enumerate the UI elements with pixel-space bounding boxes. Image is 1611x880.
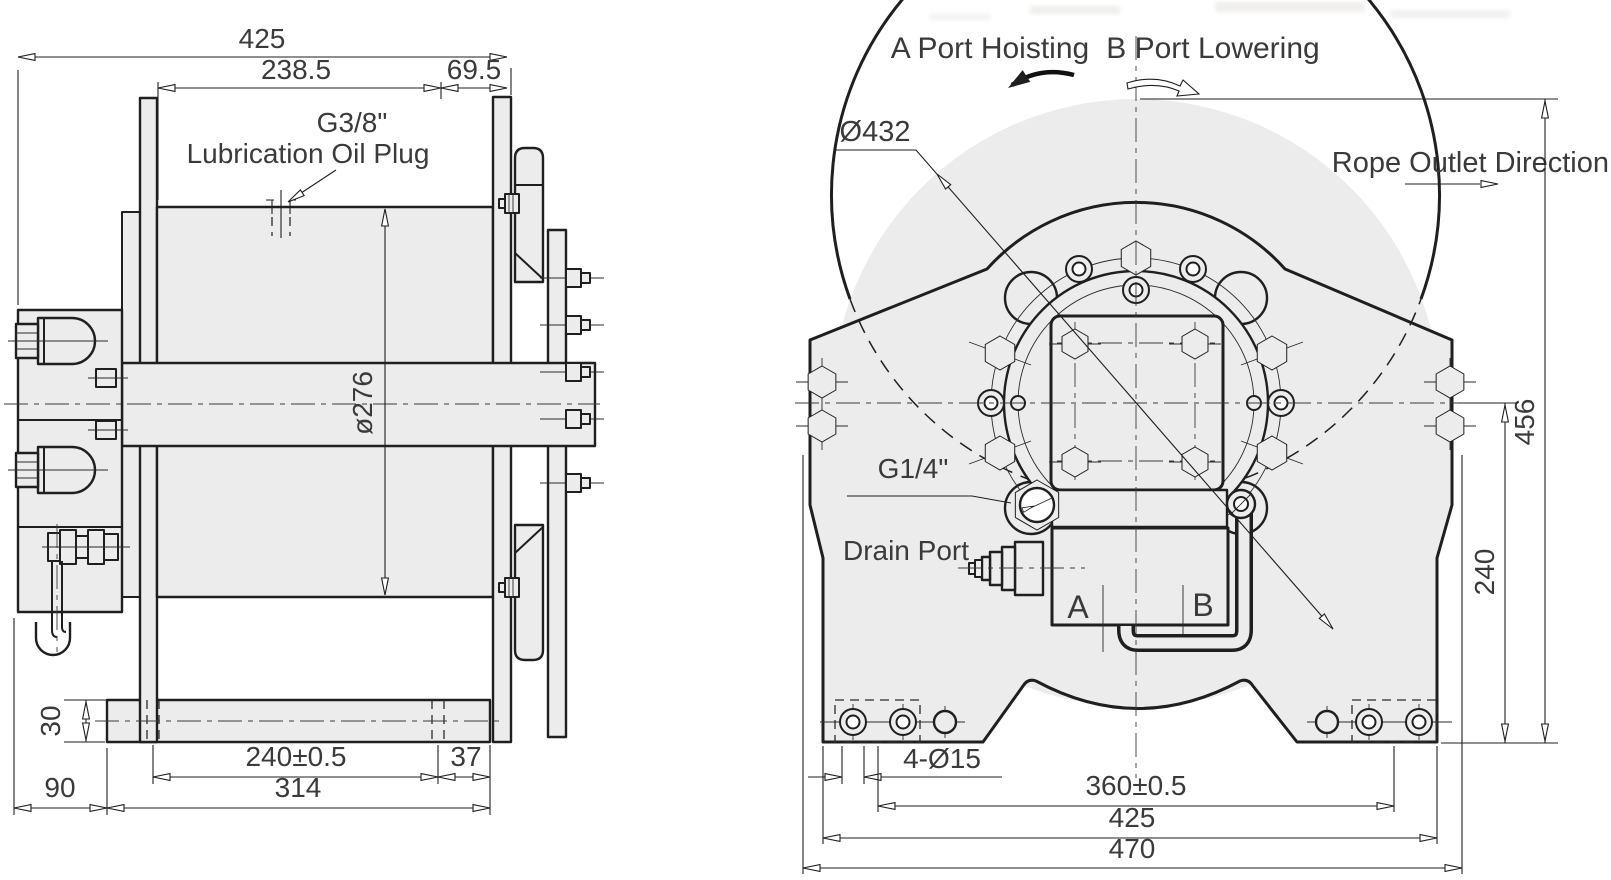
dim-text-240: 240 [1469, 549, 1500, 596]
cover-bolts [540, 268, 604, 493]
rope-outlet-label: Rope Outlet Direction [1332, 147, 1609, 179]
dim-text-432: Ø432 [840, 116, 911, 148]
dim-text-4xO15: 4-Ø15 [903, 743, 981, 774]
dim-text-37: 37 [450, 741, 481, 772]
drain-port-fitting [958, 540, 1085, 597]
valve-block: A B [958, 478, 1257, 652]
motor-housing [8, 308, 130, 657]
plug-thread-label: G3/8" [317, 107, 388, 138]
g14-fitting [1014, 478, 1060, 532]
dimension-238-5: 238.5 [157, 54, 442, 200]
g14-label: G1/4" [878, 453, 949, 484]
dim-text-69-5: 69.5 [447, 54, 502, 85]
scan-artifacts [930, 2, 1510, 20]
dim-text-238-5: 238.5 [261, 54, 331, 85]
dimension-37: 37 [437, 741, 491, 781]
dimension-360: 360±0.5 [877, 746, 1395, 812]
dim-text-425: 425 [239, 23, 286, 54]
dimension-90: 90 [13, 618, 491, 815]
g14-annotation: G1/4" [847, 453, 1012, 504]
rope-outlet-annotation: Rope Outlet Direction [1332, 147, 1609, 188]
dim-text-425-right: 425 [1109, 802, 1156, 833]
flange-diameter-annotation: Ø432 [836, 116, 1337, 632]
cap-screw-upper [498, 193, 520, 214]
dimension-69-5: 69.5 [440, 54, 508, 92]
drain-port-label: Drain Port [843, 535, 969, 566]
pilot-fitting [1225, 488, 1257, 520]
lubrication-plug [266, 169, 337, 238]
dimension-425-left: 425 [17, 23, 512, 305]
dimension-4xO15: 4-Ø15 [808, 743, 1002, 784]
cap-screw-lower [498, 577, 520, 598]
flange-circle-outline [830, 0, 1441, 300]
side-view: 425 238.5 69.5 G3/8" Lubrication Oil Plu… [4, 23, 604, 815]
end-cover-plate [546, 228, 568, 739]
drain-elbow-fitting [34, 524, 130, 657]
frame-edge-bolts [796, 358, 1476, 450]
dim-text-470: 470 [1109, 833, 1156, 864]
port-b-mark: B [1192, 587, 1213, 623]
dimension-456: 456 [1140, 98, 1558, 744]
port-a-mark: A [1067, 589, 1089, 625]
port-a-hoisting-label: A Port Hoisting [891, 32, 1089, 65]
port-b-lowering-label: B Port Lowering [1106, 32, 1319, 65]
lowering-direction-arrow [1126, 78, 1201, 97]
hoisting-direction-arrow [1004, 69, 1075, 94]
mounting-feet [820, 699, 1452, 743]
dim-text-90: 90 [44, 772, 75, 803]
dimension-470: 470 [802, 455, 1463, 874]
valve-body [1050, 526, 1230, 627]
dimension-425-right: 425 [822, 746, 1438, 844]
dimension-drum-diameter: ø276 [347, 208, 389, 596]
dim-text-360: 360±0.5 [1085, 770, 1186, 801]
dim-text-drum-diameter: ø276 [347, 371, 378, 435]
dimension-240-right: 240 [1458, 402, 1518, 743]
gear-housing [498, 146, 545, 662]
drum-shaft [120, 361, 597, 448]
dim-text-240-05: 240±0.5 [245, 741, 346, 772]
dimension-240: 240±0.5 [152, 741, 439, 784]
plug-text-label: Lubrication Oil Plug [187, 138, 430, 169]
front-view: A B A Port Hoisting B Port Lowering [795, 0, 1609, 874]
motor-lug-lower [8, 445, 108, 495]
dimension-314: 314 [106, 772, 491, 812]
dimension-30: 30 [35, 699, 107, 743]
dim-text-314: 314 [275, 772, 322, 803]
dim-text-456: 456 [1509, 399, 1540, 446]
dim-text-30: 30 [35, 705, 66, 736]
motor-lug-upper [8, 316, 108, 366]
